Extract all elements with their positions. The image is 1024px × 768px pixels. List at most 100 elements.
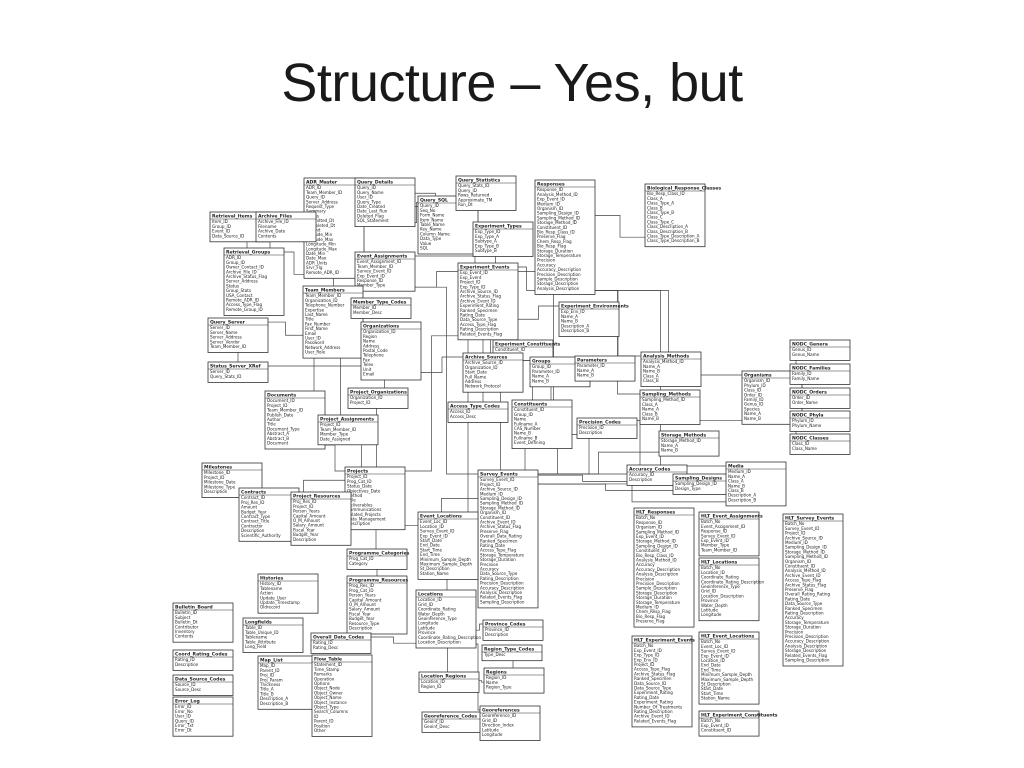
relationship-line bbox=[538, 474, 627, 482]
table-field: Fiscal_Year bbox=[349, 611, 371, 616]
table-field: Team_Member_ID bbox=[319, 427, 356, 432]
table-name: ADR_Master bbox=[306, 179, 338, 185]
table-field: Proj_Res_ID bbox=[241, 500, 264, 505]
table-frame bbox=[417, 511, 479, 580]
table-field: Class_B bbox=[728, 488, 744, 493]
table-field: Related_Projects bbox=[347, 512, 381, 517]
relationship-line bbox=[421, 356, 463, 373]
table-name: Experiment_Events bbox=[460, 264, 510, 270]
table-frame bbox=[477, 469, 539, 609]
table-field: Class_A bbox=[643, 373, 659, 378]
table-field: Order_ID bbox=[792, 395, 810, 400]
table-field: Bio_Resp_Class_ID bbox=[647, 191, 685, 196]
table-field: Person_Years bbox=[349, 593, 376, 598]
table-frame bbox=[418, 671, 480, 693]
table-field: Batch_No bbox=[701, 565, 721, 570]
table-field: Remote_Group_ID bbox=[226, 307, 263, 312]
table-field: Subtype_B bbox=[475, 248, 497, 253]
table-name: Project_Organizations bbox=[350, 389, 407, 395]
table-field: Survey_Event_ID bbox=[785, 526, 819, 531]
table-field: Response_ID bbox=[357, 278, 383, 283]
table-field: Access_Type_Flag bbox=[226, 302, 263, 307]
table-field: Survey_Event_ID bbox=[701, 649, 735, 654]
table-field: Precision bbox=[785, 629, 804, 634]
table-field: Design_Type bbox=[675, 486, 701, 491]
table-field: Class_A bbox=[728, 479, 744, 484]
table-query-sql: Query_SQLQuery_IDSeq_NoForm_NameItem_Nam… bbox=[417, 195, 479, 255]
table-field: Province bbox=[701, 598, 719, 603]
table-constituents: ConstituentsConstituent_IDGroup_IDNameFu… bbox=[511, 399, 573, 449]
table-field: Communications bbox=[347, 507, 381, 512]
table-field: Constituent_ID bbox=[514, 407, 544, 412]
table-field: Overall_Rating_Rating bbox=[785, 592, 831, 597]
table-field: Server_Address bbox=[226, 279, 258, 284]
table-field: Status bbox=[226, 283, 239, 288]
table-field: Group_ID bbox=[212, 224, 231, 229]
table-field: Access_Type_Flag bbox=[480, 548, 517, 553]
relationship-line bbox=[446, 643, 449, 677]
table-field: Project_ID bbox=[347, 474, 367, 479]
table-field: Medium_ID bbox=[480, 491, 503, 496]
table-field: Operation bbox=[314, 676, 335, 681]
table-query-details: Query_DetailsQuery_IDQuery_NameUser_IDQu… bbox=[354, 177, 416, 227]
table-field: Subtype_A bbox=[475, 239, 497, 244]
relationship-line bbox=[415, 286, 478, 475]
table-field: Rating_Date bbox=[460, 313, 486, 318]
table-field: Water_Depth bbox=[418, 611, 445, 616]
table-frame bbox=[447, 401, 509, 423]
table-field: Minimum_Sample_Depth bbox=[420, 557, 471, 562]
table-field: Latitude bbox=[701, 608, 718, 613]
table-field: Member_Type bbox=[357, 283, 386, 288]
relationship-line bbox=[371, 636, 416, 644]
table-field: Remote_ADR_ID bbox=[306, 270, 339, 275]
table-field: Rows_Returned bbox=[458, 193, 490, 198]
table-field: Description bbox=[629, 477, 653, 482]
table-field: Exp_Env_ID bbox=[634, 657, 658, 662]
table-frame bbox=[789, 387, 851, 409]
table-name: Archive_Files bbox=[258, 213, 292, 219]
table-status-server-xref: Status_Server_XRefServer_IDQuery_Stats_I… bbox=[207, 361, 269, 383]
table-field: Survey_Event_ID bbox=[701, 533, 735, 538]
table-field: Bio_Resp_Class_ID bbox=[636, 553, 674, 558]
table-field: Contributor bbox=[175, 624, 199, 629]
table-field: Precision_ID bbox=[579, 425, 604, 430]
table-survey-events: Survey_EventsSurvey_Event_IDProject_IDAr… bbox=[477, 469, 539, 609]
table-archive-sources: Archive_SourcesArchive_Source_IDOrganiza… bbox=[462, 352, 524, 393]
table-field: Rating_Description bbox=[480, 576, 519, 581]
table-name: Project_Assignments bbox=[320, 416, 374, 422]
table-field: Storage_Method_ID bbox=[785, 549, 825, 554]
table-field: Description_A bbox=[728, 493, 756, 498]
table-field: Batch_No bbox=[636, 515, 656, 520]
table-field: Maximum_Sample_Depth bbox=[420, 562, 472, 567]
table-field: Contract_Title bbox=[241, 519, 270, 524]
table-field: Ranked_Specimen bbox=[480, 538, 518, 543]
table-frame bbox=[574, 355, 636, 382]
table-field: Date_Last_Run bbox=[357, 209, 388, 214]
table-field: Postal_Code bbox=[363, 348, 388, 353]
table-field: Category bbox=[349, 561, 368, 566]
table-frame bbox=[350, 297, 412, 319]
table-frame bbox=[255, 211, 317, 243]
table-field: Summary bbox=[306, 209, 326, 214]
table-field: Analysis_Method_ID bbox=[636, 558, 677, 563]
table-field: Prog_Cat_ID bbox=[347, 479, 372, 484]
table-field: Object_Node bbox=[314, 686, 341, 691]
table-analysis-methods: Analysis_MethodsAnalysis_Method_IDName_A… bbox=[640, 351, 702, 387]
table-field: Family_Name bbox=[792, 376, 820, 381]
table-name: Responses bbox=[537, 181, 565, 187]
table-field: Rating_Date bbox=[480, 543, 506, 548]
table-name: Query_Statistics bbox=[458, 177, 500, 183]
table-frame bbox=[347, 387, 409, 409]
table-field: Analysis_Method_ID bbox=[785, 568, 826, 573]
table-field: Name_B bbox=[514, 431, 531, 436]
table-field: History_ID bbox=[260, 581, 281, 586]
table-name: Coord_Rating_Codes bbox=[175, 651, 228, 657]
table-field: Budget_Year bbox=[293, 532, 319, 537]
table-field: Exp_Event_ID bbox=[460, 270, 488, 275]
table-field: Data_Source_ID bbox=[212, 233, 244, 238]
table-field: Table_Unique_ID bbox=[244, 630, 278, 635]
table-field: Precision bbox=[636, 576, 655, 581]
table-field: ADR_ID bbox=[226, 255, 241, 260]
